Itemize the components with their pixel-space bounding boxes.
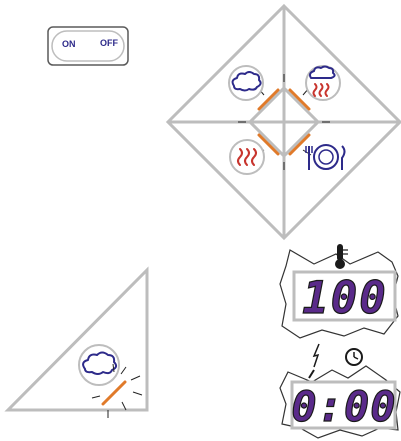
- on-off-switch[interactable]: ON OFF: [48, 27, 128, 65]
- on-label: ON: [62, 39, 76, 49]
- temperature-display: 100: [280, 244, 398, 338]
- plate-cutlery-icon: [306, 145, 345, 170]
- key-icon: [309, 344, 319, 378]
- temperature-value: 100: [302, 273, 387, 324]
- off-label: OFF: [100, 38, 118, 48]
- diamond-keypad: [168, 6, 400, 238]
- dish-button[interactable]: [306, 145, 345, 170]
- triangle-key: [8, 270, 147, 418]
- steam-heat-button[interactable]: [306, 66, 340, 100]
- timer-clock-icon: [346, 349, 362, 365]
- time-display: 0:00: [280, 344, 400, 438]
- time-value: 0:00: [291, 382, 396, 431]
- steam-button[interactable]: [229, 66, 263, 100]
- hot-air-button[interactable]: [230, 140, 264, 174]
